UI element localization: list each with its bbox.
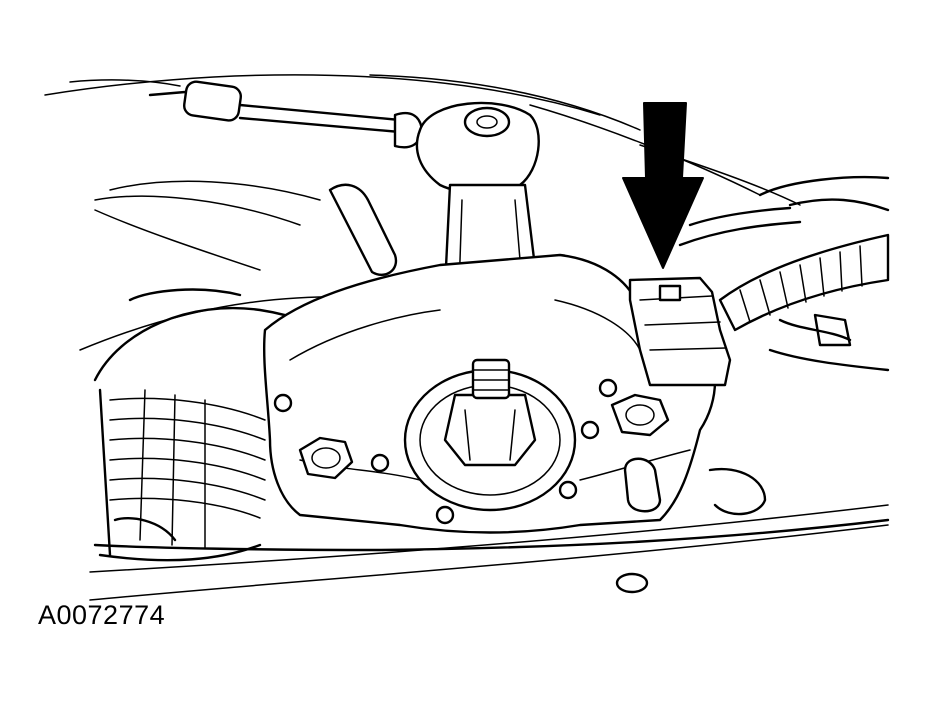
shift-cable <box>148 80 424 277</box>
mounting-bolts <box>273 378 670 525</box>
bolt-left <box>298 436 354 480</box>
sensor-connector <box>628 276 732 387</box>
down-arrow-icon <box>622 102 704 269</box>
wiring-harness <box>678 175 890 372</box>
shaft-assembly <box>403 358 577 512</box>
oil-pan-edge <box>93 518 890 594</box>
background-contours <box>44 74 889 601</box>
bolt-right <box>610 393 670 437</box>
figure-id-label: A0072774 <box>38 600 166 630</box>
adjustment-slot <box>623 457 767 516</box>
